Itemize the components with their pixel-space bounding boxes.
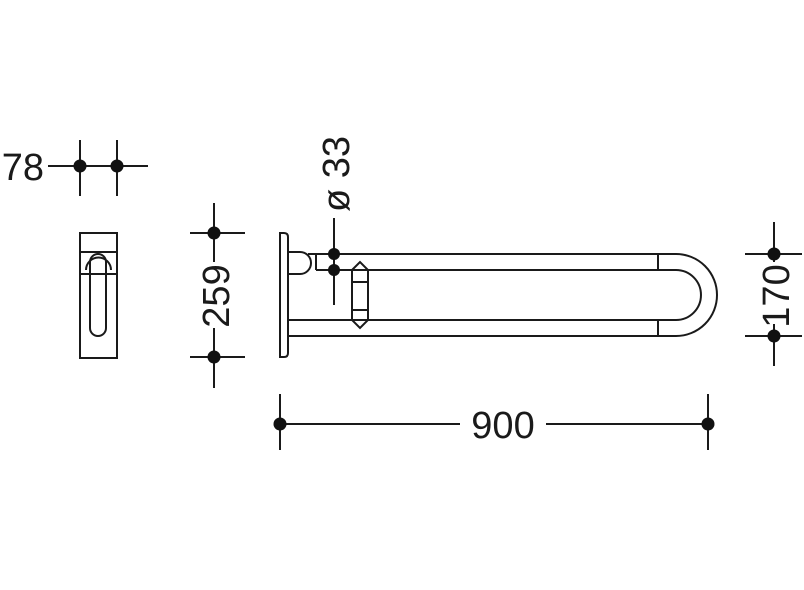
length-dot-left xyxy=(273,417,287,431)
length-dimension: 900 xyxy=(273,394,715,450)
diameter-dot-bottom xyxy=(328,264,340,276)
side-view-rail xyxy=(89,253,107,337)
plate-height-dimension: 259 xyxy=(190,203,245,388)
rail-spacing-label-bg xyxy=(760,262,798,324)
front-view xyxy=(279,232,718,358)
rail-spacing-dimension: 170 xyxy=(745,222,802,366)
depth-dot-right xyxy=(110,159,124,173)
wall-plate xyxy=(279,232,289,358)
side-view-plate xyxy=(79,232,118,359)
diameter-dimension: ø 33 xyxy=(316,136,358,305)
rail-spacing-dot-bottom xyxy=(767,329,781,343)
u-bend-inner xyxy=(675,269,702,321)
diameter-label: ø 33 xyxy=(316,136,358,212)
depth-label: 78 xyxy=(2,147,44,189)
depth-dot-left xyxy=(73,159,87,173)
diameter-dot-top xyxy=(328,248,340,260)
plate-height-label: 259 xyxy=(196,264,238,327)
plate-height-label-bg xyxy=(196,262,234,328)
u-bend-outer xyxy=(675,253,718,337)
side-view: 78 xyxy=(2,140,148,359)
plate-height-dot-top xyxy=(207,226,221,240)
side-view-hinge-arc xyxy=(85,256,112,271)
length-dot-right xyxy=(701,417,715,431)
hinge-block xyxy=(288,251,312,275)
length-label: 900 xyxy=(471,405,534,447)
rail-spacing-label: 170 xyxy=(756,264,798,327)
rail-spacing-dot-top xyxy=(767,247,781,261)
handle-grip xyxy=(351,260,369,330)
plate-height-dot-bottom xyxy=(207,350,221,364)
